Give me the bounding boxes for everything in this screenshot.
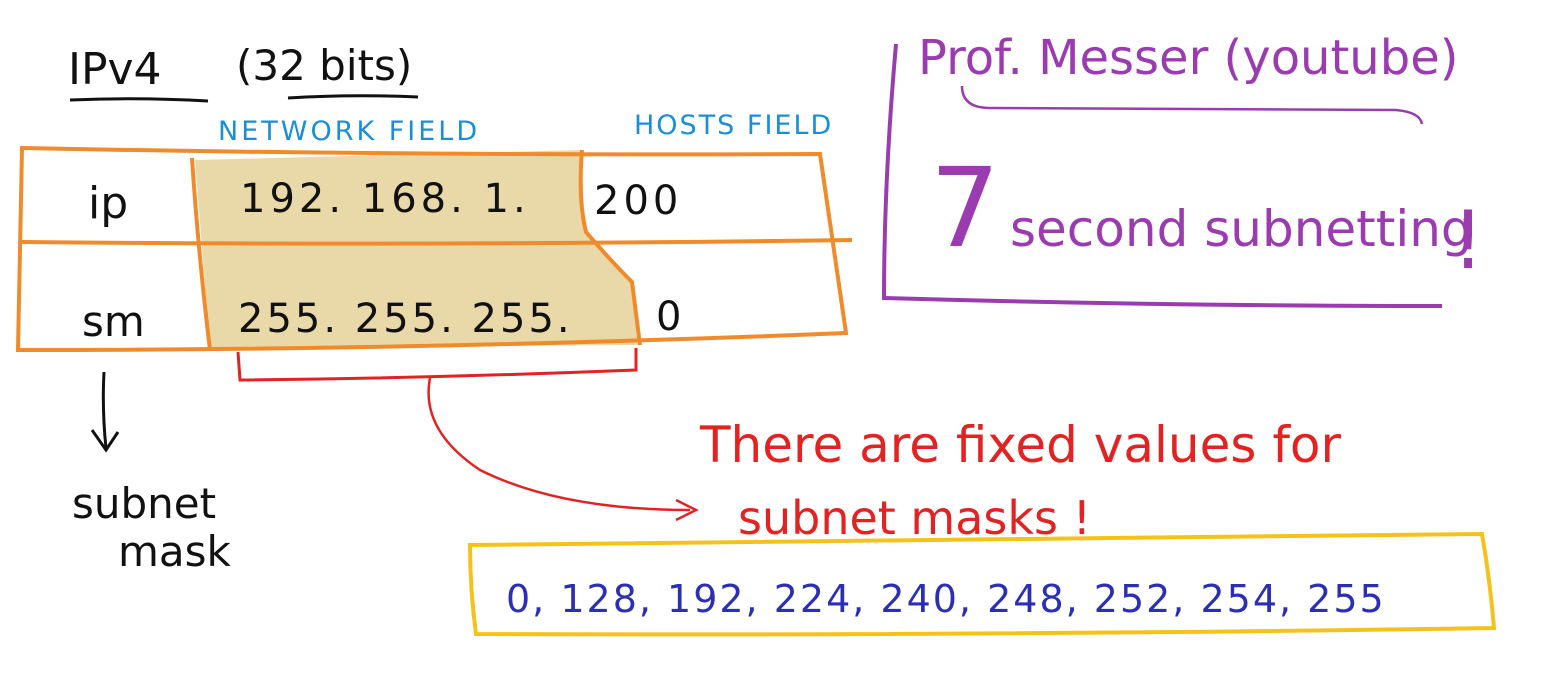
table-label-divider (190, 157, 212, 351)
ip-host-part: 200 (594, 178, 682, 224)
subnet-label: subnet (72, 479, 216, 528)
ipv4-heading: IPv4 (68, 44, 162, 95)
ip-network-part: 192. 168. 1. (240, 176, 530, 222)
arrow-head-icon (675, 498, 699, 522)
credit-text: second subnetting (1010, 200, 1473, 258)
bits-label: (32 bits) (236, 41, 412, 90)
credit-box-bracket (881, 43, 1443, 308)
hosts-field-label: HOSTS FIELD (634, 110, 833, 141)
fixed-values-box (467, 531, 1497, 637)
subnet-bracket (236, 348, 638, 382)
credit-big-number: 7 (930, 144, 1000, 272)
mask-label: mask (118, 527, 232, 576)
bits-underline (287, 94, 419, 100)
table-network-host-divider (578, 149, 642, 346)
row-label-sm: sm (82, 297, 145, 346)
credit-source: Prof. Messer (youtube) (918, 30, 1458, 86)
fixed-values-note-line2: subnet masks ! (738, 491, 1091, 545)
credit-source-brace (960, 85, 1424, 125)
ipv4-underline (69, 97, 209, 103)
down-arrow-icon (90, 371, 120, 453)
sm-network-part: 255. 255. 255. (238, 296, 573, 342)
network-region (195, 150, 640, 348)
row-label-ip: ip (88, 178, 128, 229)
sm-host-part: 0 (656, 294, 681, 340)
fixed-values-note-line1: There are fixed values for (699, 416, 1342, 474)
table-border (15, 145, 849, 353)
table-row-divider (21, 238, 853, 246)
subnet-arrow-curve (427, 377, 691, 512)
network-field-label: NETWORK FIELD (218, 116, 480, 147)
fixed-values-list: 0, 128, 192, 224, 240, 248, 252, 254, 25… (506, 577, 1386, 621)
credit-exclaim: ! (1452, 194, 1484, 287)
address-table (15, 145, 853, 353)
